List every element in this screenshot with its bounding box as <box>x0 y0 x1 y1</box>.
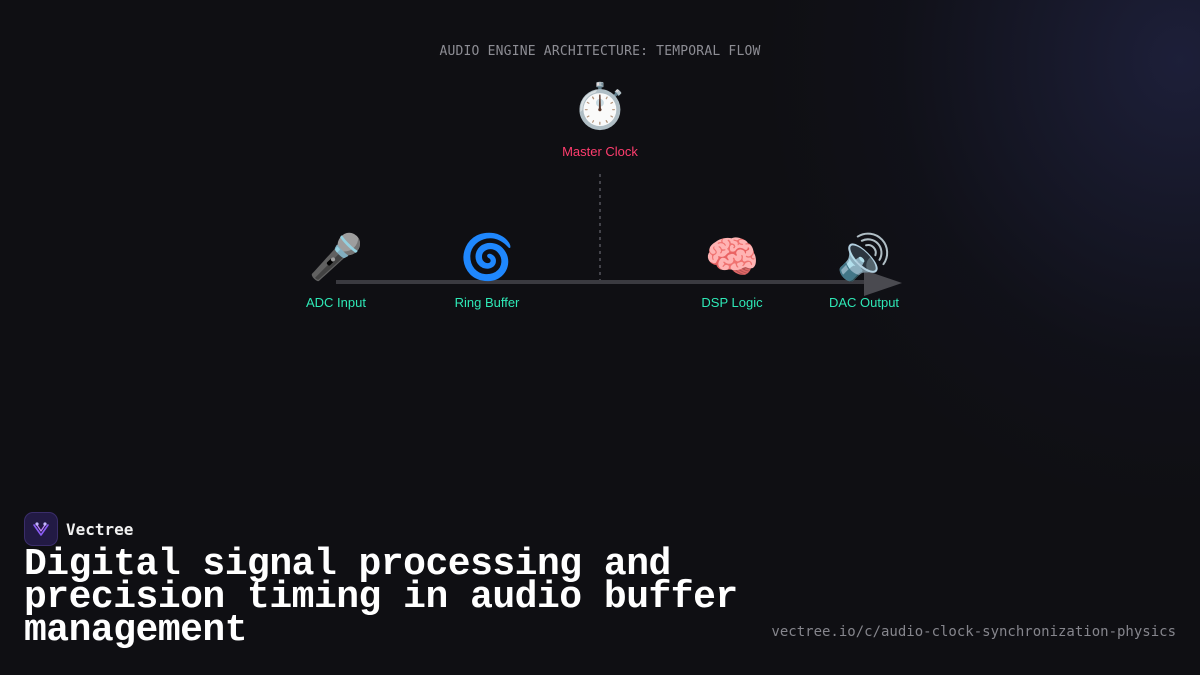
stage-label: Ring Buffer <box>454 295 520 310</box>
stage-dsp-logic: 🧠 DSP Logic <box>652 232 812 311</box>
brain-icon: 🧠 <box>704 232 760 283</box>
signal-flow-arrowhead <box>864 270 902 296</box>
microphone-icon: 🎤 <box>308 232 364 283</box>
brand-name: Vectree <box>66 519 134 539</box>
stage-adc-input: 🎤 ADC Input <box>256 232 416 311</box>
headline: Digital signal processing and precision … <box>24 543 738 652</box>
page-url[interactable]: vectree.io/c/audio-clock-synchronization… <box>771 624 1176 640</box>
stage-label: DAC Output <box>828 295 900 310</box>
vectree-logo-icon <box>24 512 58 546</box>
stopwatch-icon: ⏱️ <box>572 81 628 132</box>
stage-label: DSP Logic <box>701 295 763 310</box>
stage-ring-buffer: 🌀 Ring Buffer <box>407 232 567 311</box>
master-clock-label: Master Clock <box>562 144 638 159</box>
brand[interactable]: Vectree <box>24 512 133 546</box>
master-clock-node: ⏱️ Master Clock <box>520 81 680 160</box>
speaker-icon: 🔊 <box>836 232 892 283</box>
diagram-title: AUDIO ENGINE ARCHITECTURE: TEMPORAL FLOW <box>439 44 761 59</box>
cyclone-icon: 🌀 <box>459 232 515 283</box>
stage-dac-output: 🔊 DAC Output <box>784 232 944 311</box>
stage-label: ADC Input <box>306 295 366 310</box>
